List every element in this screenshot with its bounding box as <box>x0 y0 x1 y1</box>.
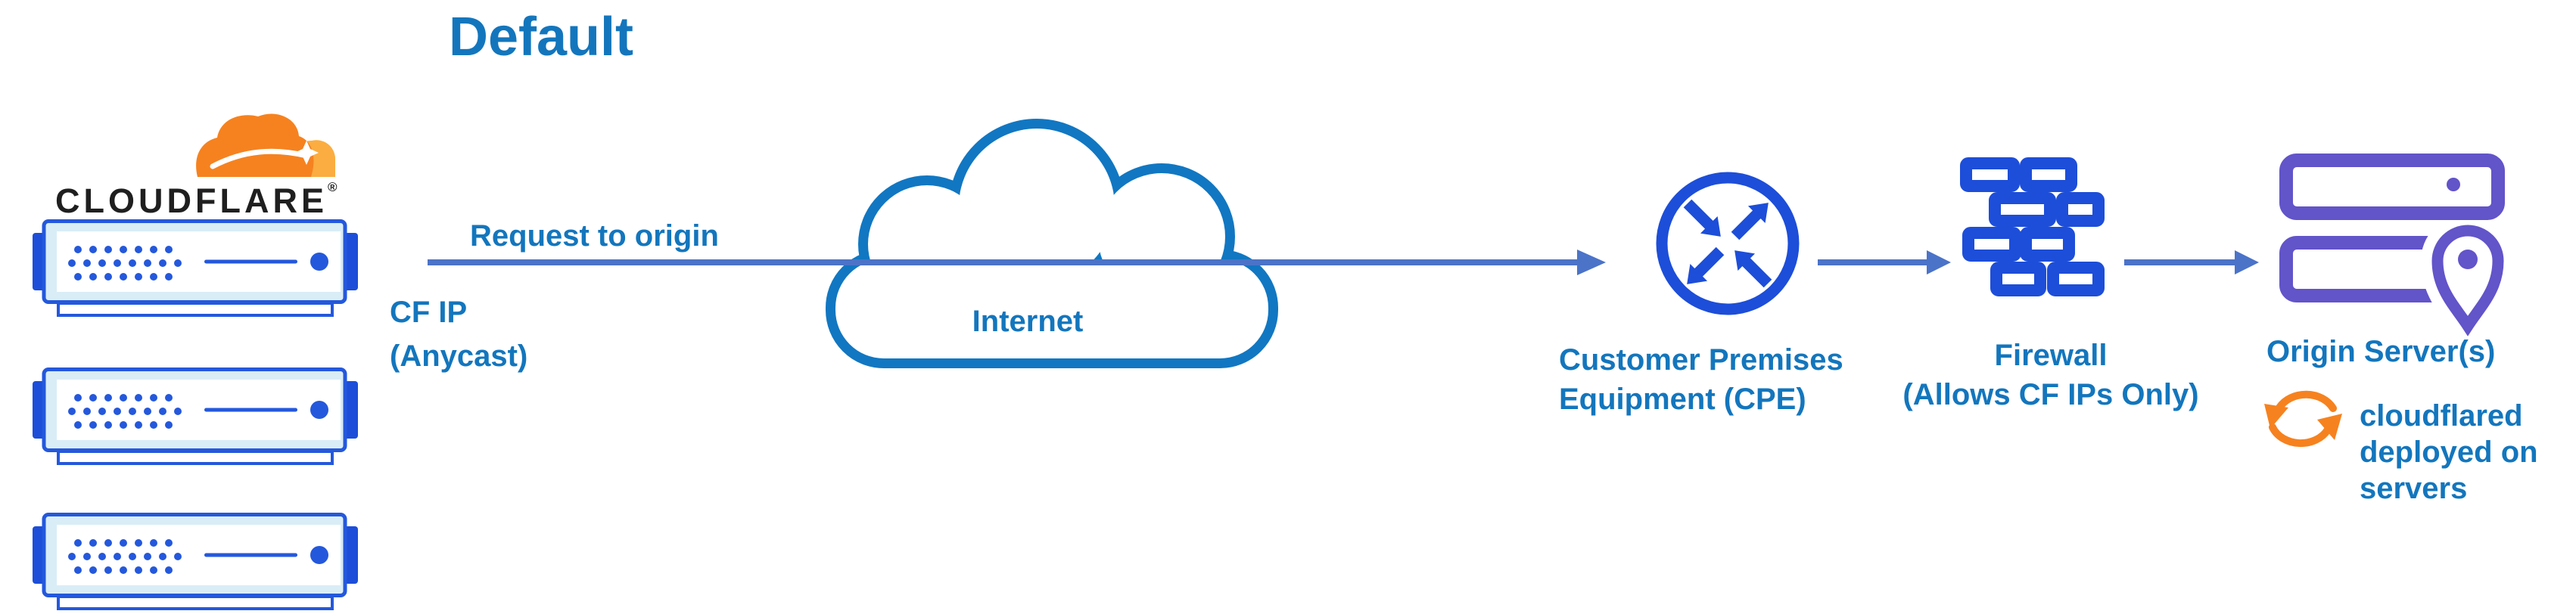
diagram-title: Default <box>449 7 634 67</box>
cpe-label-line2: Equipment (CPE) <box>1559 383 1806 416</box>
firewall-label-line1: Firewall <box>1994 339 2108 372</box>
registered-trademark: ® <box>327 180 338 194</box>
cpe-label: Customer Premises Equipment (CPE) <box>1559 340 1843 419</box>
cpe-router-icon <box>1656 172 1800 315</box>
cf-ip-anycast-label: CF IP (Anycast) <box>390 290 527 378</box>
origin-servers-label: Origin Server(s) <box>2266 335 2496 368</box>
firewall-to-origin-arrow-line <box>2124 259 2236 265</box>
cloudflare-logo-icon <box>196 113 335 177</box>
firewall-icon <box>1960 157 2105 296</box>
request-arrow-line <box>428 259 1578 265</box>
cloudflare-wordmark-text: CLOUDFLARE <box>55 181 328 220</box>
firewall-label-line2: (Allows CF IPs Only) <box>1902 378 2199 411</box>
cpe-to-firewall-arrow-line <box>1818 259 1928 265</box>
cloudflare-server-icon <box>33 513 358 611</box>
firewall-to-origin-arrow-head <box>2235 250 2259 274</box>
request-arrow-head <box>1577 250 1606 275</box>
cloudflared-note-line1: cloudflared <box>2360 399 2523 433</box>
cloudflare-wordmark: CLOUDFLARE® <box>55 180 338 221</box>
cloudflare-server-icon <box>33 219 358 318</box>
cf-ip-label-line1: CF IP <box>390 296 468 329</box>
cloudflared-note-line2: deployed on <box>2360 436 2538 469</box>
cf-ip-label-line2: (Anycast) <box>390 340 528 373</box>
internet-label: Internet <box>972 305 1084 338</box>
request-to-origin-label: Request to origin <box>470 219 719 253</box>
origin-servers-icon <box>2279 154 2515 357</box>
internet-cloud-icon <box>826 119 1278 368</box>
cloudflared-sync-icon <box>2264 390 2342 448</box>
cloudflare-server-icon <box>33 367 358 466</box>
cpe-to-firewall-arrow-head <box>1927 250 1951 274</box>
cloudflared-note-line3: servers <box>2360 472 2468 505</box>
firewall-label: Firewall (Allows CF IPs Only) <box>1884 336 2217 414</box>
cpe-label-line1: Customer Premises <box>1559 343 1843 377</box>
cloudflared-note: cloudflared deployed on servers <box>2360 398 2538 507</box>
